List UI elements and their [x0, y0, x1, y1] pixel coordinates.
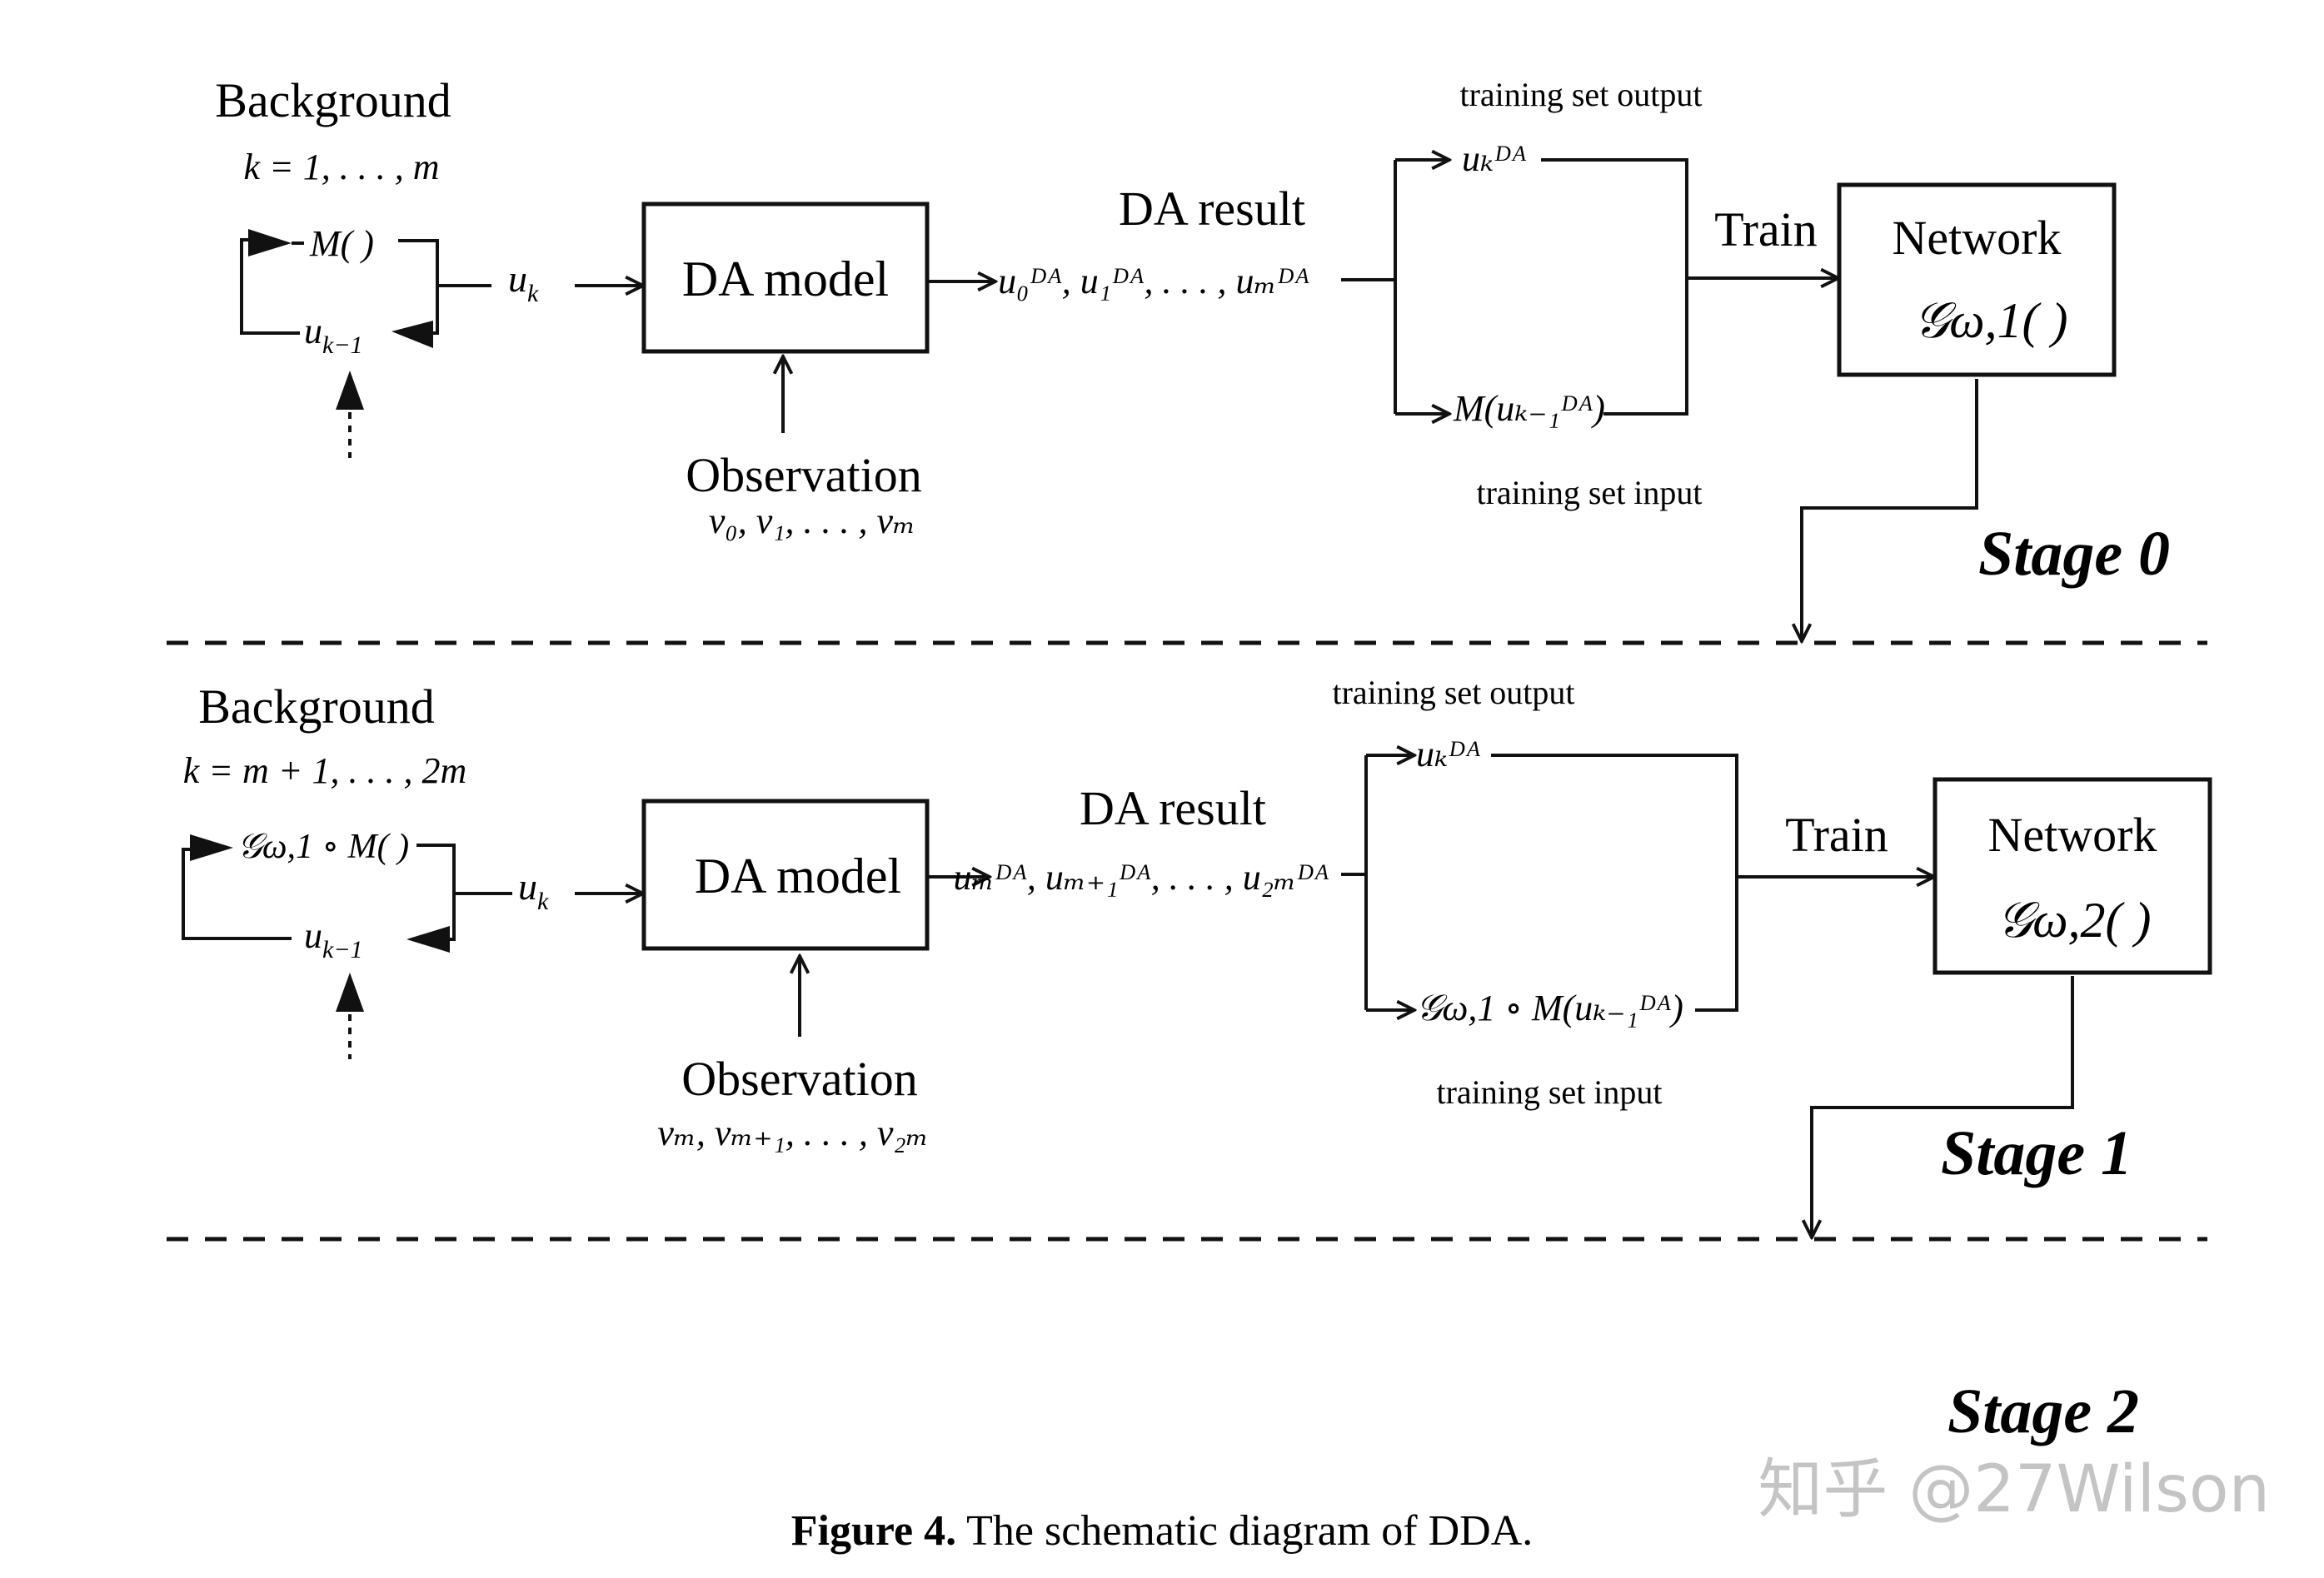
- split-bracket: [1341, 160, 1397, 414]
- state-out: uk: [518, 865, 549, 915]
- merge-bracket: [1541, 158, 1688, 416]
- training-input-label: training set input: [1436, 1073, 1662, 1111]
- split-bracket: [1341, 755, 1368, 1010]
- train-label: Train: [1714, 202, 1818, 256]
- loop-left-bracket: [240, 238, 300, 335]
- da-model-box: [641, 799, 930, 951]
- loop-left-arrowhead-icon: [406, 926, 450, 953]
- loop-left-arrowhead-icon: [391, 321, 433, 348]
- stage-2-label: Stage 2: [1947, 1376, 2139, 1446]
- training-output: uₖᴰᴬ: [1416, 734, 1480, 774]
- background-label: Background: [198, 679, 435, 734]
- stage-label: Stage 1: [1941, 1118, 2132, 1188]
- train-label: Train: [1785, 808, 1888, 862]
- stage-1-section: Background k = m + 1, . . . , 2m 𝒢ω,1 ∘ …: [182, 674, 2212, 1237]
- training-output: uₖᴰᴬ: [1462, 138, 1526, 179]
- network-func: 𝒢ω,1( ): [1913, 293, 2067, 348]
- loop-right-bracket: [416, 844, 456, 941]
- loop-arrowhead-icon: [248, 229, 292, 256]
- observation-seq: v₀, v₁, . . . , vₘ: [709, 500, 915, 541]
- k-range: k = 1, . . . , m: [244, 147, 440, 187]
- watermark: 知乎 @27Wilson: [1758, 1452, 2270, 1527]
- network-label: Network: [1988, 808, 2157, 862]
- network-label: Network: [1893, 211, 2062, 265]
- training-output-label: training set output: [1459, 76, 1702, 113]
- network-box: [1933, 777, 2212, 975]
- da-model-label: DA model: [682, 251, 889, 306]
- to-next-stage-arrow: [1802, 379, 1978, 641]
- figure-caption: Figure 4. The schematic diagram of DDA.: [791, 1507, 1534, 1555]
- da-result-label: DA result: [1080, 781, 1266, 835]
- merge-bracket: [1491, 754, 1738, 1012]
- loop-arrowhead-icon: [190, 834, 233, 861]
- loop-model: 𝒢ω,1 ∘ M( ): [237, 828, 409, 866]
- state-out: uk: [508, 257, 539, 307]
- observation-seq: vₘ, vₘ₊₁, . . . , v₂ₘ: [657, 1113, 928, 1153]
- up-arrowhead-icon: [336, 973, 364, 1012]
- da-result-label: DA result: [1119, 182, 1305, 236]
- background-label: Background: [215, 73, 451, 127]
- loop-right-bracket: [398, 239, 439, 335]
- network-func: 𝒢ω,2( ): [1997, 893, 2151, 948]
- da-result-seq: u₀ᴰᴬ, u₁ᴰᴬ, . . . , uₘᴰᴬ: [998, 261, 1309, 301]
- da-model-box: [641, 202, 930, 354]
- stage-label: Stage 0: [1978, 519, 2170, 589]
- training-input: M(uₖ₋₁ᴰᴬ): [1453, 388, 1605, 429]
- network-box: [1837, 182, 2117, 377]
- da-result-seq: uₘᴰᴬ, uₘ₊₁ᴰᴬ, . . . , u₂ₘᴰᴬ: [954, 857, 1329, 898]
- k-range: k = m + 1, . . . , 2m: [183, 750, 466, 791]
- loop-state: uk−1: [304, 915, 363, 963]
- to-next-stage-arrow: [1812, 976, 2074, 1237]
- loop-left-bracket: [182, 848, 292, 940]
- training-input-label: training set input: [1476, 474, 1702, 511]
- up-arrowhead-icon: [336, 371, 364, 410]
- observation-label: Observation: [686, 448, 922, 502]
- training-output-label: training set output: [1332, 674, 1574, 711]
- training-input: 𝒢ω,1 ∘ M(uₖ₋₁ᴰᴬ): [1416, 988, 1683, 1028]
- da-model-label: DA model: [695, 849, 901, 903]
- observation-label: Observation: [681, 1052, 918, 1106]
- loop-model: M( ): [309, 223, 374, 264]
- stage-0-section: Background k = 1, . . . , m M( ) uk−1 uk…: [215, 73, 2170, 641]
- loop-state: uk−1: [304, 311, 363, 359]
